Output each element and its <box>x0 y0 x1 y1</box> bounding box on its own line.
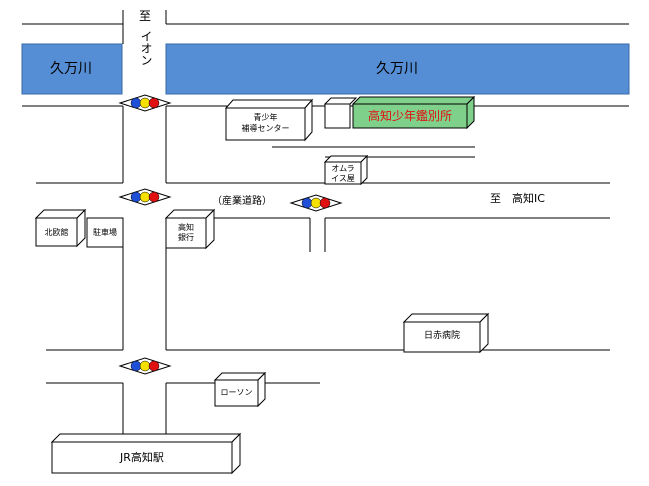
direction-north-top: 至 <box>139 9 152 23</box>
industrial-road-label: （産業道路） <box>212 196 272 207</box>
direction-east-label: 至 高知IC <box>490 192 545 205</box>
lawson-label: ローソン <box>220 388 253 397</box>
traffic-signal-3 <box>289 194 343 212</box>
traffic-signal-2 <box>118 188 172 206</box>
traffic-signal-4 <box>118 357 172 375</box>
omura-label-1: オムラ <box>331 164 355 173</box>
hokuo-label: 北欧館 <box>44 228 69 237</box>
bank-label-2: 銀行 <box>178 233 194 242</box>
kanbetsusho-label: 高知少年鑑別所 <box>367 109 452 123</box>
youth-center-label-1: 青少年 <box>253 113 278 122</box>
river-right-label: 久万川 <box>376 61 418 77</box>
kanbetsusho-building <box>351 95 476 130</box>
omura-label-2: イス屋 <box>331 174 355 183</box>
buildings <box>34 97 490 475</box>
parking-label: 駐車場 <box>93 228 117 237</box>
traffic-signal-1 <box>118 94 172 112</box>
bank-label-1: 高知 <box>178 223 194 232</box>
river-left <box>21 43 123 95</box>
youth-center-label-2: 補導センター <box>241 124 290 133</box>
river-left-label: 久万川 <box>50 61 92 77</box>
station-label: JR高知駅 <box>120 451 164 464</box>
direction-north-bottom: イオン <box>139 30 153 66</box>
river-right <box>165 43 630 95</box>
hospital-label: 日赤病院 <box>423 331 460 341</box>
